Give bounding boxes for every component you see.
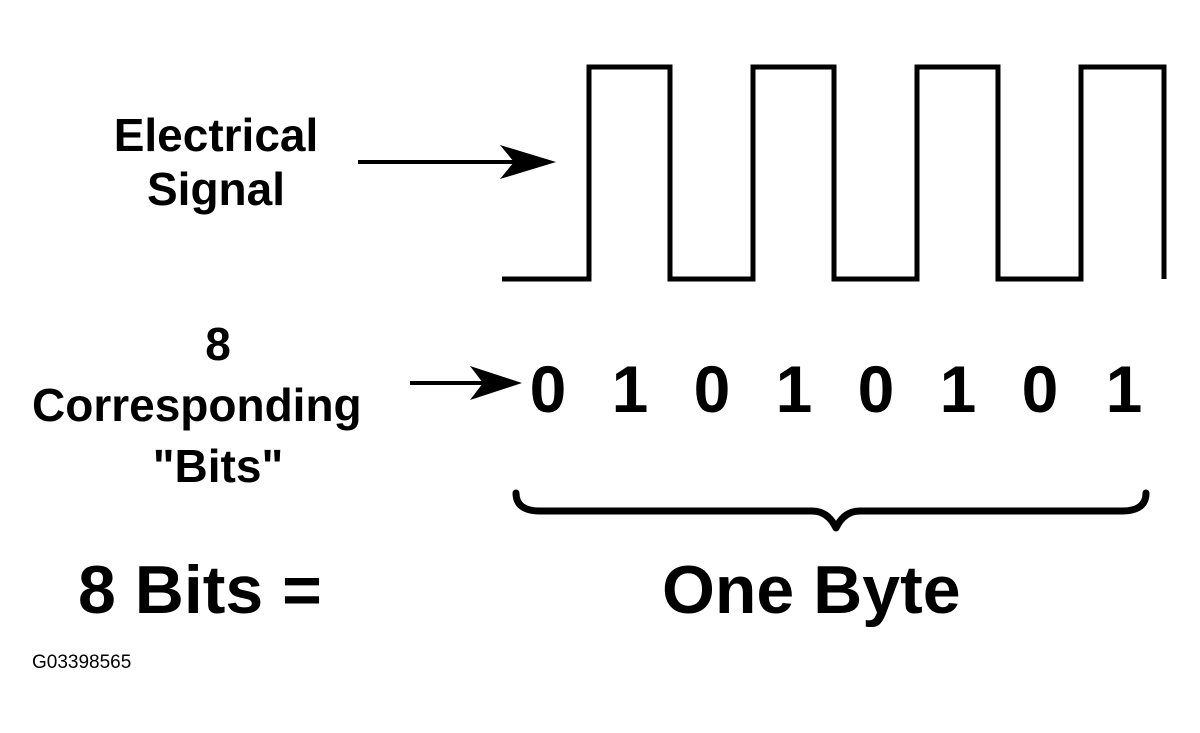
- bit-value: 0: [1021, 352, 1059, 426]
- bit-value: 1: [611, 352, 649, 426]
- bit-value: 0: [857, 352, 895, 426]
- corresponding-bits-label-line2: Corresponding: [32, 379, 362, 432]
- corresponding-bits-label-line1: 8: [205, 318, 231, 370]
- electrical-signal-label-line2: Signal: [146, 163, 286, 216]
- corresponding-bits-label: 8 Corresponding "Bits": [14, 314, 422, 498]
- curly-brace: [512, 489, 1150, 532]
- electrical-signal-label: Electrical Signal: [82, 108, 350, 217]
- bit-value: 1: [1105, 352, 1143, 426]
- one-byte-text: One Byte: [662, 552, 961, 628]
- electrical-signal-label-line1: Electrical: [113, 109, 319, 161]
- bit-value: 1: [939, 352, 977, 426]
- bit-value: 0: [693, 352, 731, 426]
- bits-arrow: [410, 366, 522, 400]
- bit-value: 0: [529, 352, 567, 426]
- signal-arrow: [358, 145, 556, 179]
- eight-bits-equals-text: 8 Bits =: [78, 552, 322, 628]
- bit-value: 1: [775, 352, 813, 426]
- corresponding-bits-label-line3: "Bits": [152, 440, 284, 493]
- square-wave-signal: [502, 64, 1167, 282]
- figure-id: G03398565: [32, 652, 132, 673]
